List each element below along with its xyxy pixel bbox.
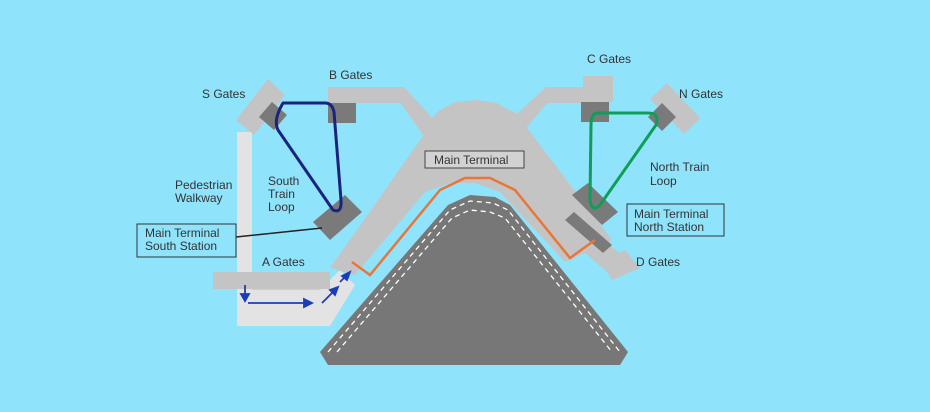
south-station-label-line2: South Station (145, 239, 217, 253)
road-marking-outer (327, 200, 621, 353)
c-gates-label: C Gates (587, 52, 631, 66)
terminal-body (330, 103, 612, 275)
walkway-bottom (237, 270, 355, 326)
south-train-loop-label-line1: South (268, 174, 299, 188)
airfield-road (320, 195, 628, 365)
north-train-loop-label-line2: Loop (650, 174, 677, 188)
c-gates-stub (583, 76, 613, 102)
road-marking-inner (336, 209, 613, 353)
pedestrian-walkway-label-line1: Pedestrian (175, 178, 232, 192)
c-gates-station (581, 102, 609, 122)
south-station-label-line1: Main Terminal (145, 226, 219, 240)
main-terminal-label: Main Terminal (434, 153, 508, 167)
d-gates-stub (600, 250, 640, 280)
terminal-dome (430, 100, 520, 122)
s-gates-pier (236, 79, 285, 135)
south-train-loop (274, 101, 343, 213)
d-gates-label: D Gates (636, 255, 680, 269)
main-terminal-label-box (424, 150, 525, 169)
south-station-box (313, 195, 362, 240)
south-station-callout-box (136, 223, 237, 258)
a-gates-label: A Gates (262, 255, 305, 269)
south-station-leader (235, 227, 323, 238)
a-gates-pier (213, 272, 330, 289)
north-station-box (572, 183, 618, 225)
arrow-right-head (303, 297, 315, 309)
b-gates-pier (328, 87, 405, 103)
d-gates-station (565, 212, 612, 253)
south-train-loop-label-line3: Loop (268, 200, 295, 214)
pedestrian-walkway (237, 132, 355, 326)
b-gates-label: B Gates (329, 68, 372, 82)
s-gates-label: S Gates (202, 87, 245, 101)
north-station-label-line1: Main Terminal (634, 207, 708, 221)
rail-line (351, 176, 596, 277)
main-terminal-building (213, 76, 700, 289)
walkway-vertical (237, 132, 252, 312)
arrow-up-right-head (340, 270, 352, 282)
pedestrian-walkway-label-line2: Walkway (175, 191, 223, 205)
north-station-label-line2: North Station (634, 220, 704, 234)
north-train-loop-label-line1: North Train (650, 160, 709, 174)
south-train-loop-label-line2: Train (268, 187, 295, 201)
n-gates-pier (650, 83, 700, 134)
n-gates-label: N Gates (679, 87, 723, 101)
walkway-arrows (239, 270, 352, 309)
north-train-loop (588, 111, 659, 210)
arrow-diagonal-head (328, 285, 340, 297)
road-surface (320, 195, 628, 365)
north-station-callout-box (626, 203, 725, 237)
arrow-down-head (239, 293, 251, 303)
